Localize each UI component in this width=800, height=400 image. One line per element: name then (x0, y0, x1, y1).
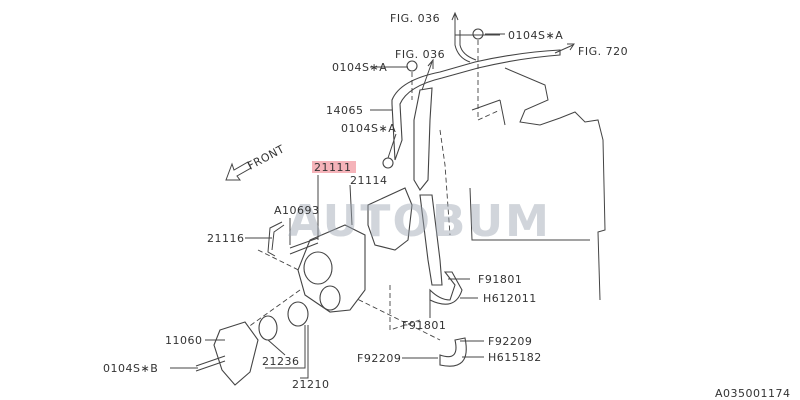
gasket-ring (258, 315, 278, 341)
diagram-code: A035001174 (715, 387, 791, 400)
label-21116[interactable]: 21116 (207, 232, 245, 245)
label-f91801-a[interactable]: F91801 (478, 273, 522, 286)
pipe-down (413, 87, 433, 191)
pump-outlet (319, 285, 341, 311)
gasket-21114 (367, 187, 413, 251)
hose-h615182 (439, 337, 467, 367)
label-21111[interactable]: 21111 (314, 161, 352, 174)
label-bolt-a-mid[interactable]: 0104S∗A (341, 122, 396, 135)
label-11060[interactable]: 11060 (165, 334, 203, 347)
label-bolt-a-left[interactable]: 0104S∗A (332, 61, 387, 74)
thermostat-cover (213, 321, 259, 386)
label-fig036-mid[interactable]: FIG. 036 (395, 48, 445, 61)
label-f91801-b[interactable]: F91801 (402, 319, 446, 332)
bolt-a10693 (289, 237, 319, 255)
label-a10693[interactable]: A10693 (274, 204, 320, 217)
label-bolt-a-top[interactable]: 0104S∗A (508, 29, 563, 42)
bracket-21116 (267, 221, 285, 257)
hose-main (419, 194, 443, 286)
front-label: FRONT (245, 142, 286, 172)
hose-h612011 (429, 271, 463, 305)
label-14065[interactable]: 14065 (326, 104, 364, 117)
part-highlight (312, 161, 356, 173)
arrow-fig720 (554, 43, 575, 54)
pipe-branch (454, 30, 477, 63)
dashed-leaders (229, 40, 501, 341)
leader-lines (170, 33, 505, 379)
label-f92209-a[interactable]: F92209 (488, 335, 532, 348)
label-bolt-b[interactable]: 0104S∗B (103, 362, 158, 375)
bolt-top (472, 28, 484, 40)
arrow-fig036-mid (421, 58, 434, 91)
label-h612011[interactable]: H612011 (483, 292, 537, 305)
thermostat (287, 301, 309, 327)
arrow-fig036-top (451, 11, 459, 40)
bolt-mid (382, 157, 394, 169)
label-h615182[interactable]: H615182 (488, 351, 542, 364)
label-f92209-b[interactable]: F92209 (357, 352, 401, 365)
front-arrow-icon (225, 161, 252, 181)
pump-pulley (303, 251, 333, 285)
label-21114[interactable]: 21114 (350, 174, 388, 187)
watermark: AUTOBUM (288, 196, 551, 247)
label-fig036-top[interactable]: FIG. 036 (390, 12, 440, 25)
bolt-b-shaft (195, 355, 226, 372)
engine-block-outline (469, 67, 606, 301)
label-21210[interactable]: 21210 (292, 378, 330, 391)
label-21236[interactable]: 21236 (262, 355, 300, 368)
label-fig720[interactable]: FIG. 720 (578, 45, 628, 58)
bolt-left (406, 60, 418, 72)
